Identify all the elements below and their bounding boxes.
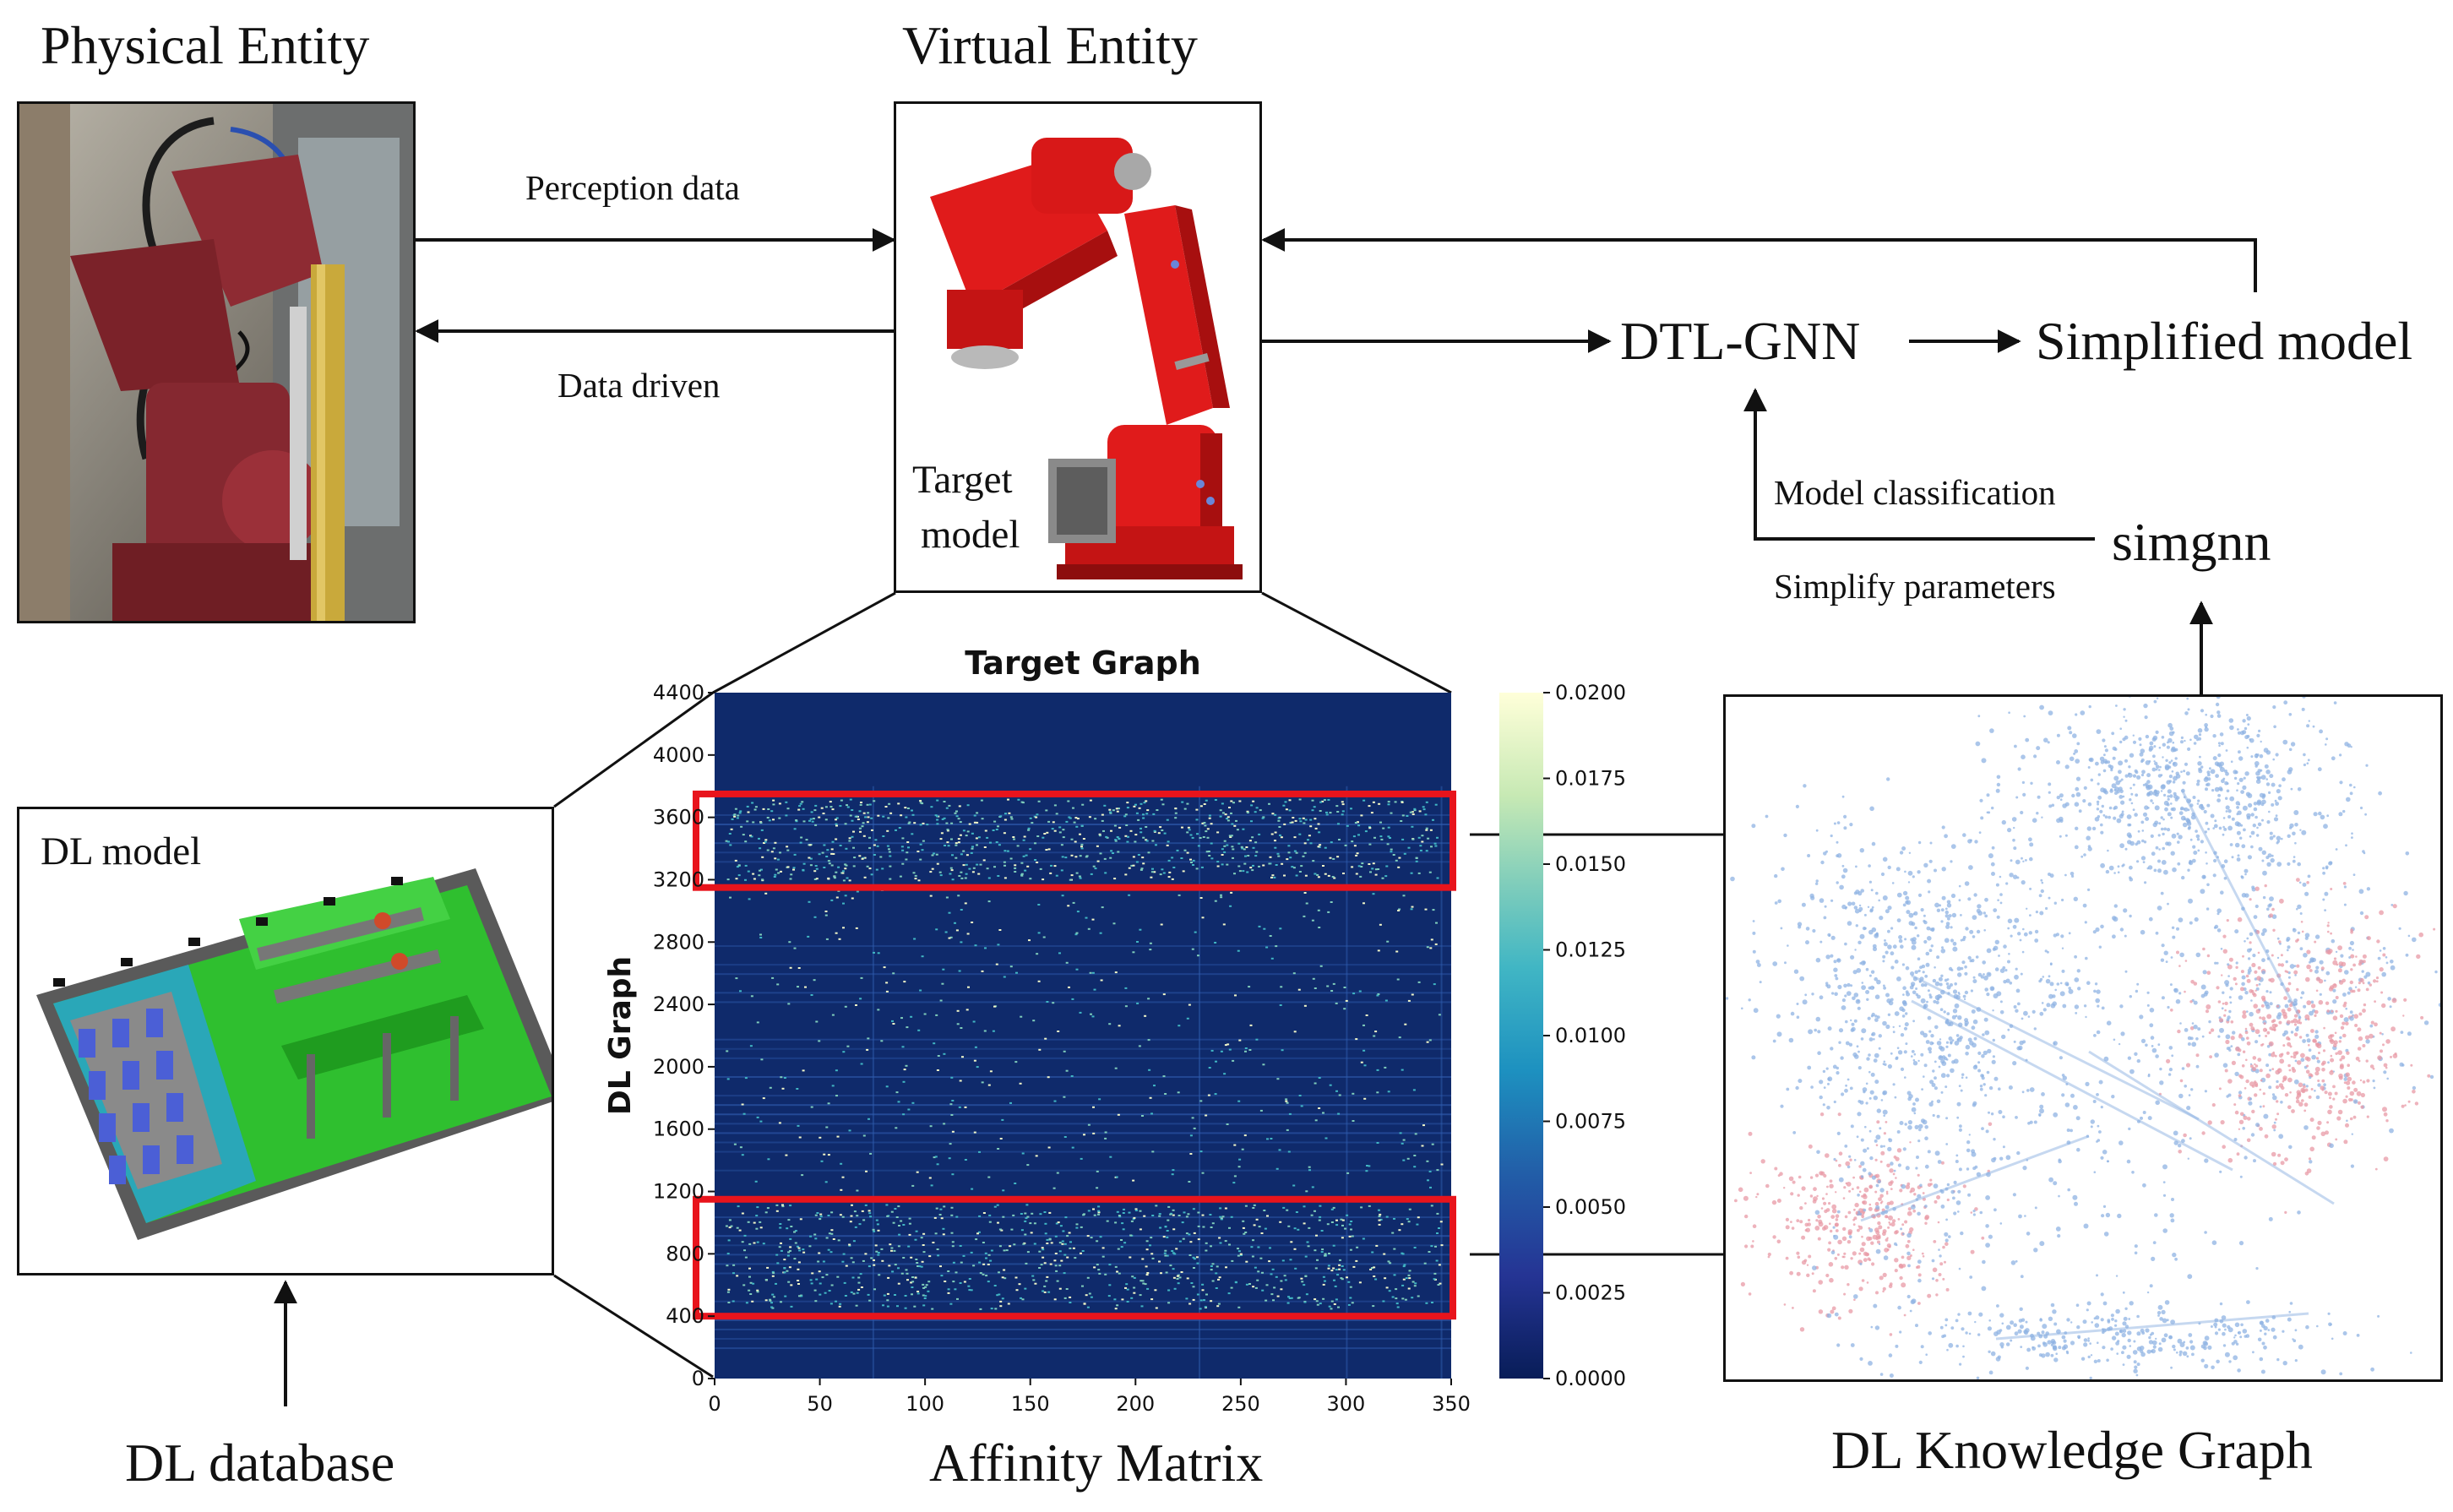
- colorbar-tick-label: 0.0125: [1555, 938, 1626, 962]
- x-tick-label: 350: [1432, 1392, 1471, 1416]
- y-tick-label: 800: [666, 1242, 704, 1265]
- dl-knowledge-graph-label: DL Knowledge Graph: [1831, 1420, 2313, 1480]
- y-tick-label: 0: [692, 1367, 704, 1390]
- dl-model-box: [17, 807, 554, 1275]
- highlight-region-2: [693, 1195, 1456, 1320]
- y-tick-label: 4000: [653, 743, 704, 767]
- target-model-label-2: model: [921, 513, 1020, 557]
- highlight-region-1: [693, 790, 1456, 891]
- y-tick-label: 2800: [653, 930, 704, 954]
- perception-data-label: Perception data: [525, 168, 740, 207]
- heatmap-ylabel: DL Graph: [603, 956, 638, 1115]
- colorbar: [1499, 693, 1543, 1379]
- affinity-matrix-label: Affinity Matrix: [929, 1433, 1264, 1493]
- dl-model-label: DL model: [41, 829, 202, 873]
- y-tick-label: 2000: [653, 1055, 704, 1079]
- heatmap-title: Target Graph: [965, 645, 1201, 682]
- simgnn-to-dtl-arrow: [1743, 388, 2095, 541]
- colorbar-tick-label: 0.0150: [1555, 852, 1626, 876]
- virtual-robot-image: [930, 138, 1243, 579]
- colorbar-tick-label: 0.0000: [1555, 1367, 1626, 1390]
- x-tick-label: 50: [807, 1392, 833, 1416]
- x-tick-label: 100: [906, 1392, 944, 1416]
- x-tick-label: 200: [1116, 1392, 1155, 1416]
- x-tick-label: 250: [1221, 1392, 1260, 1416]
- physical-entity-title: Physical Entity: [41, 15, 370, 75]
- y-tick-label: 4400: [653, 681, 704, 704]
- colorbar-tick-label: 0.0200: [1555, 681, 1626, 704]
- x-tick-label: 150: [1011, 1392, 1050, 1416]
- knowledge-graph-box: [1723, 694, 2443, 1382]
- colorbar-tick-label: 0.0075: [1555, 1110, 1626, 1134]
- colorbar-tick-label: 0.0100: [1555, 1024, 1626, 1047]
- y-tick-label: 1200: [653, 1180, 704, 1204]
- simgnn-label: simgnn: [2112, 512, 2271, 572]
- target-model-label-1: Target: [912, 458, 1013, 502]
- colorbar-tick-label: 0.0175: [1555, 767, 1626, 791]
- x-tick-label: 300: [1327, 1392, 1366, 1416]
- virtual-entity-box: [894, 101, 1262, 593]
- simplified-model-label: Simplified model: [2036, 311, 2413, 371]
- physical-robot-image: [19, 104, 413, 621]
- colorbar-tick-label: 0.0025: [1555, 1281, 1626, 1305]
- feedback-arrow: [1261, 228, 2257, 292]
- x-tick-label: 0: [708, 1392, 721, 1416]
- y-tick-label: 3200: [653, 867, 704, 891]
- data-driven-label: Data driven: [558, 366, 721, 405]
- y-tick-label: 2400: [653, 993, 704, 1016]
- dtl-gnn-label: DTL-GNN: [1620, 311, 1861, 371]
- y-tick-label: 1600: [653, 1118, 704, 1141]
- simplify-parameters-label: Simplify parameters: [1774, 567, 2056, 606]
- physical-robot-photo: [17, 101, 416, 623]
- knowledge-graph-image: [1726, 697, 2440, 1379]
- colorbar-tick-label: 0.0050: [1555, 1195, 1626, 1219]
- model-classification-label: Model classification: [1774, 473, 2056, 512]
- virtual-entity-title: Virtual Entity: [902, 15, 1198, 75]
- affinity-heatmap: Target Graph DL Graph 0 50 100 150 200 250 300 35…: [603, 645, 1626, 1416]
- y-tick-label: 3600: [653, 806, 704, 829]
- dl-model-image: [36, 868, 552, 1240]
- dl-database-label: DL database: [125, 1433, 395, 1493]
- y-tick-label: 400: [666, 1304, 704, 1328]
